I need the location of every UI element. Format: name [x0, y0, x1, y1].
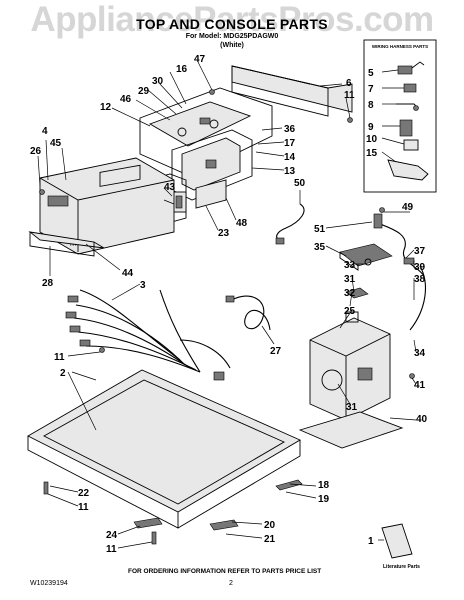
- callout-40: 40: [416, 414, 428, 425]
- harness-part-5: [397, 65, 413, 75]
- callout-11: 11: [344, 90, 355, 101]
- callout-29: 29: [138, 86, 150, 97]
- callout-32: 32: [344, 288, 356, 299]
- callout-9: 9: [368, 122, 374, 133]
- callout-23: 23: [218, 228, 230, 239]
- callout-11c: 11: [106, 544, 117, 555]
- svg-text:• • •: • • •: [70, 242, 77, 247]
- callout-39: 39: [414, 262, 426, 273]
- callout-43: 43: [164, 182, 176, 193]
- callout-13: 13: [284, 166, 296, 177]
- callout-51: 51: [314, 224, 326, 235]
- callout-10: 10: [366, 134, 378, 145]
- harness-27: [225, 295, 271, 331]
- literature-label: Literature Parts: [383, 564, 420, 570]
- harness-part-15: [387, 159, 429, 181]
- callout-27: 27: [270, 346, 282, 357]
- model-subtitle: For Model: MDG25PDAGW0: [185, 33, 279, 40]
- callout-47: 47: [194, 54, 206, 65]
- footer-doc-id: W10239194: [30, 580, 68, 587]
- callout-31: 31: [344, 274, 356, 285]
- callout-22: 22: [78, 488, 90, 499]
- callout-44: 44: [122, 268, 134, 279]
- callout-labels: 5 7 8 9 10 15 6 11 47 16 30 29 46 12 36 …: [30, 54, 428, 555]
- callout-41: 41: [414, 380, 426, 391]
- callout-46: 46: [120, 94, 132, 105]
- callout-14: 14: [284, 152, 296, 163]
- callout-6: 6: [346, 78, 352, 89]
- callout-31b: 31: [346, 402, 358, 413]
- callout-11b: 11: [78, 502, 89, 513]
- callout-37: 37: [414, 246, 426, 257]
- callout-35: 35: [314, 242, 326, 253]
- harness-part-7: [403, 83, 417, 93]
- callout-50: 50: [294, 178, 306, 189]
- leader-lines: [37, 61, 417, 549]
- harness-part-10: [403, 139, 419, 151]
- callout-24: 24: [106, 530, 118, 541]
- callout-1: 1: [368, 536, 374, 547]
- harness-part-9: [399, 119, 413, 137]
- callout-4: 4: [42, 126, 48, 137]
- watermark: AppliancePartsPros.com: [30, 0, 434, 39]
- callout-45: 45: [50, 138, 62, 149]
- callout-18: 18: [318, 480, 330, 491]
- callout-3: 3: [140, 280, 146, 291]
- fasteners: [39, 89, 415, 545]
- console-lens: • • •: [28, 231, 105, 257]
- rear-console-panel: [231, 65, 353, 123]
- harness-50: [275, 203, 305, 245]
- callout-12: 12: [100, 102, 112, 113]
- callout-33: 33: [344, 260, 356, 271]
- callout-38: 38: [414, 274, 426, 285]
- callout-16: 16: [176, 64, 188, 75]
- callout-21: 21: [264, 534, 276, 545]
- callout-15: 15: [366, 148, 378, 159]
- color-subtitle: (White): [220, 42, 244, 49]
- cabinet-top: [27, 369, 301, 529]
- page-title: TOP AND CONSOLE PARTS: [136, 16, 328, 32]
- callout-17: 17: [284, 138, 296, 149]
- callout-28: 28: [42, 278, 54, 289]
- callout-26: 26: [30, 146, 42, 157]
- harness-box-title: WIRING HARNESS PARTS: [372, 44, 428, 49]
- callout-25: 25: [344, 306, 356, 317]
- callout-49: 49: [402, 202, 414, 213]
- console-control-panel: [139, 87, 273, 177]
- mounting-plate: [298, 411, 404, 449]
- callout-48: 48: [236, 218, 248, 229]
- literature-parts-book: [381, 523, 413, 559]
- callout-8: 8: [368, 100, 374, 111]
- right-wire-harness: [373, 213, 426, 331]
- main-wire-harness: [65, 289, 231, 381]
- callout-36: 36: [284, 124, 296, 135]
- footer-order-note: FOR ORDERING INFORMATION REFER TO PARTS …: [128, 568, 322, 575]
- callout-34: 34: [414, 348, 426, 359]
- right-control-housing: [298, 317, 404, 449]
- console-bezel: [39, 157, 175, 255]
- callout-2: 2: [60, 368, 66, 379]
- footer-page-number: 2: [229, 580, 233, 587]
- callout-5: 5: [368, 68, 374, 79]
- callout-20: 20: [264, 520, 276, 531]
- callout-7: 7: [368, 84, 374, 95]
- callout-30: 30: [152, 76, 164, 87]
- callout-11: 11: [54, 352, 65, 363]
- wiring-harness-box: WIRING HARNESS PARTS: [363, 39, 437, 193]
- callout-19: 19: [318, 494, 330, 505]
